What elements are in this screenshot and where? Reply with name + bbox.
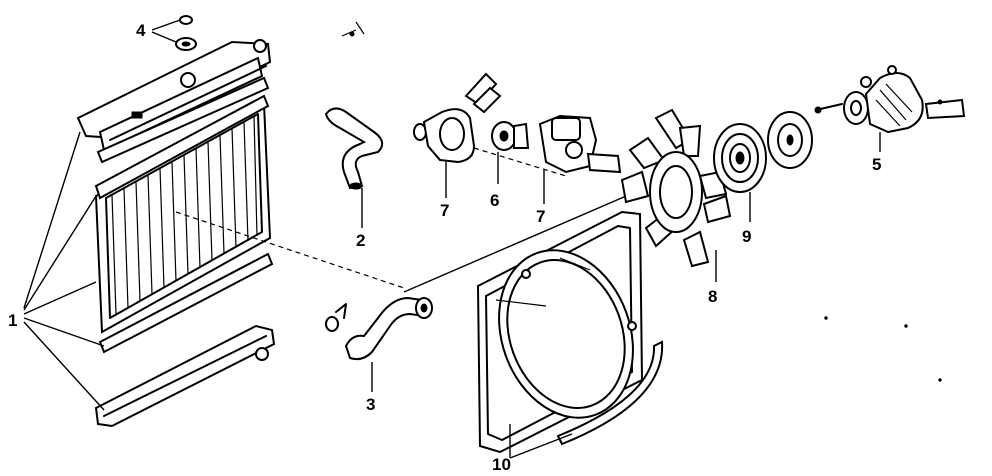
callout-10: 10 xyxy=(492,455,511,474)
speck-2 xyxy=(904,324,908,328)
radiator-core xyxy=(94,94,272,334)
radiator-leaders xyxy=(23,131,105,411)
radiator-assembly: 1 xyxy=(8,39,276,428)
callout-8: 8 xyxy=(708,287,717,306)
upper-hose: 2 xyxy=(324,107,384,250)
callout-7b: 7 xyxy=(536,207,545,226)
hose-clamp-lower xyxy=(325,303,347,332)
fan-clutch: 9 xyxy=(713,111,813,246)
radiator-cap: 4 xyxy=(136,15,197,51)
guide-line-shroud xyxy=(403,189,641,293)
lower-seal xyxy=(98,252,274,354)
thermostat-housing-right: 7 xyxy=(536,114,622,226)
speck-3 xyxy=(938,378,942,382)
guide-line-core xyxy=(175,211,405,289)
callout-5: 5 xyxy=(872,155,881,174)
callout-6: 6 xyxy=(490,191,499,210)
guide-line-housing xyxy=(473,147,567,177)
callout-1: 1 xyxy=(8,311,17,330)
callout-7a: 7 xyxy=(440,201,449,220)
callout-3: 3 xyxy=(366,395,375,414)
callout-9: 9 xyxy=(742,227,751,246)
water-pump: 5 xyxy=(814,65,966,174)
hose-clamp-top xyxy=(341,21,365,37)
callout-2: 2 xyxy=(356,231,365,250)
thermostat-housing-left: 7 xyxy=(413,72,502,220)
callout-4: 4 xyxy=(136,21,146,40)
upper-seal xyxy=(96,76,270,164)
lower-tank xyxy=(94,324,276,428)
lower-hose: 3 xyxy=(344,296,433,414)
upper-tank xyxy=(76,39,272,152)
thermostat: 6 xyxy=(490,121,530,210)
speck-1 xyxy=(824,316,828,320)
fan-shroud: 10 xyxy=(476,210,664,474)
cooling-fan: 8 xyxy=(620,108,732,306)
